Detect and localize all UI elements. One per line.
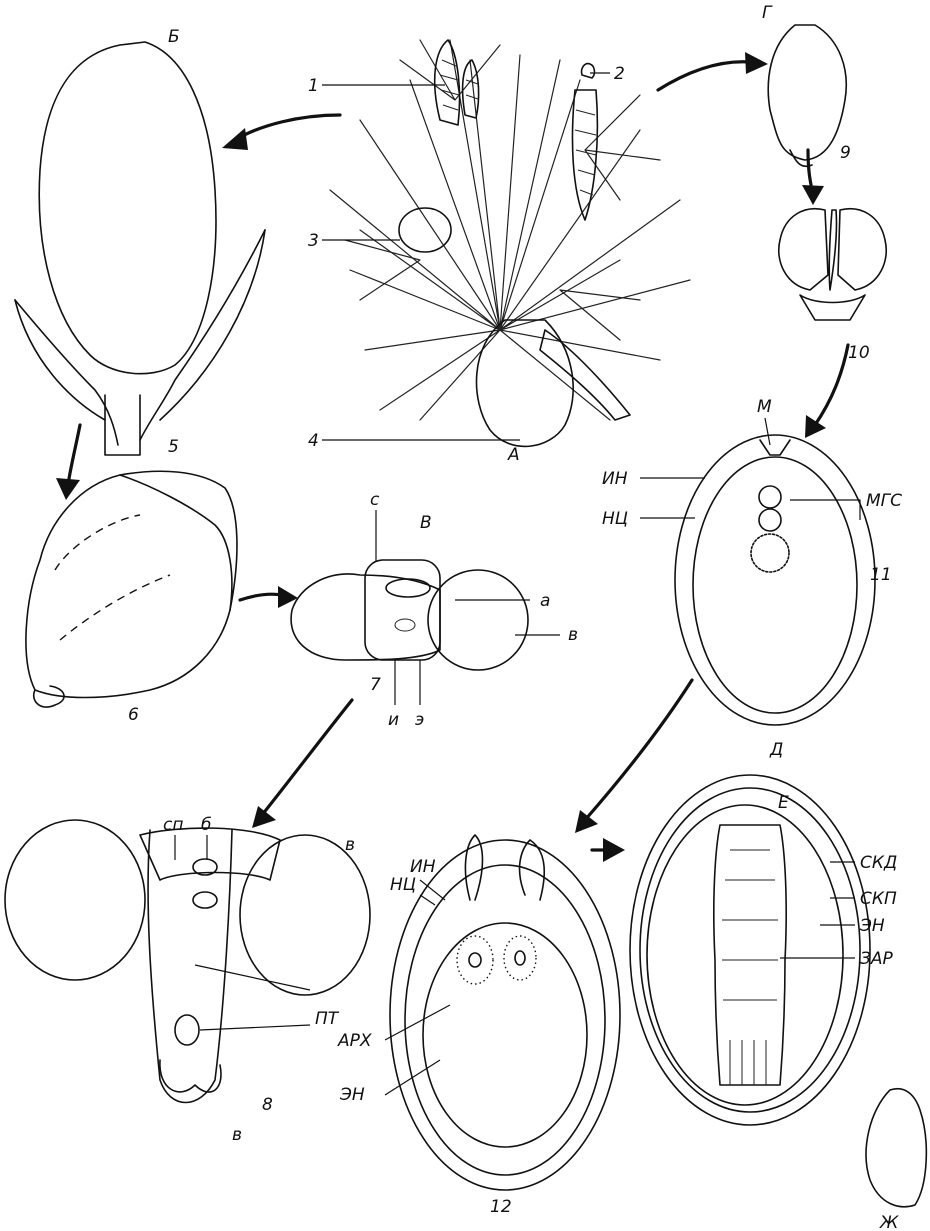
label-mgs: МГС [866,491,902,511]
number-6: 6 [128,705,139,725]
label-arh: АРХ [337,1031,372,1051]
panel-b-male-strobilus [15,42,265,455]
mature-cone [476,320,630,446]
panel-label-v: В [420,513,432,533]
label-in-12: ИН [410,857,436,877]
panel-zh-winged-seed [866,1089,926,1207]
panel-a-pine-branch [330,40,690,446]
label-zar: ЗАР [860,949,894,969]
panel-label-d: Д [769,740,783,760]
label-e-small: э [415,710,424,730]
label-a: а [540,591,550,611]
number-3: 3 [308,231,319,251]
male-cones-cluster [435,40,479,125]
panel-g-female-cone [768,25,846,166]
number-8: 8 [262,1095,273,1115]
label-in: ИН [602,469,628,489]
label-v-bottom: в [232,1125,242,1145]
panel-label-b: Б [168,27,180,47]
number-10: 10 [848,343,870,363]
label-s: с [370,490,380,510]
label-nc-12: НЦ [390,875,416,895]
number-2: 2 [614,64,625,84]
label-nc: НЦ [602,509,628,529]
number-5: 5 [168,437,179,457]
label-skp: СКП [860,889,897,909]
number-7: 7 [370,675,381,695]
number-4: 4 [308,431,319,451]
pine-needles [330,40,690,420]
label-en-e: ЭН [859,916,885,936]
label-pt: ПТ [315,1009,340,1029]
number-12: 12 [490,1197,512,1217]
panel-b-microsporophyll [26,471,237,707]
label-b: б [201,815,211,835]
second-year-cone [399,208,451,252]
number-1: 1 [308,76,319,96]
panel-v-pollen-tube [5,820,370,1103]
panel-e-seed-embryo [630,775,870,1125]
label-v-pollen: в [568,625,578,645]
label-skd: СКД [860,853,897,873]
label-en-12: ЭН [339,1085,365,1105]
panel-label-a: А [507,445,520,465]
sequence-arrows [56,52,848,862]
number-11: 11 [870,565,892,585]
label-sp: сп [163,815,183,835]
number-9: 9 [840,143,851,163]
panel-label-e: Е [778,793,789,813]
panel-12-ovule-archegonia [385,835,620,1190]
label-v-wing: в [345,835,355,855]
panel-d-ovule [640,418,875,725]
panel-label-zh: Ж [879,1213,899,1231]
label-i: и [388,710,399,730]
label-m: М [757,397,772,417]
panel-v-pollen-grain [291,510,560,705]
figure-labels: А Б В Г Д Е Ж 1 2 3 4 5 6 7 8 9 10 11 12… [128,3,902,1231]
panel-g-seed-scale [779,209,887,320]
panel-label-g: Г [762,3,773,23]
